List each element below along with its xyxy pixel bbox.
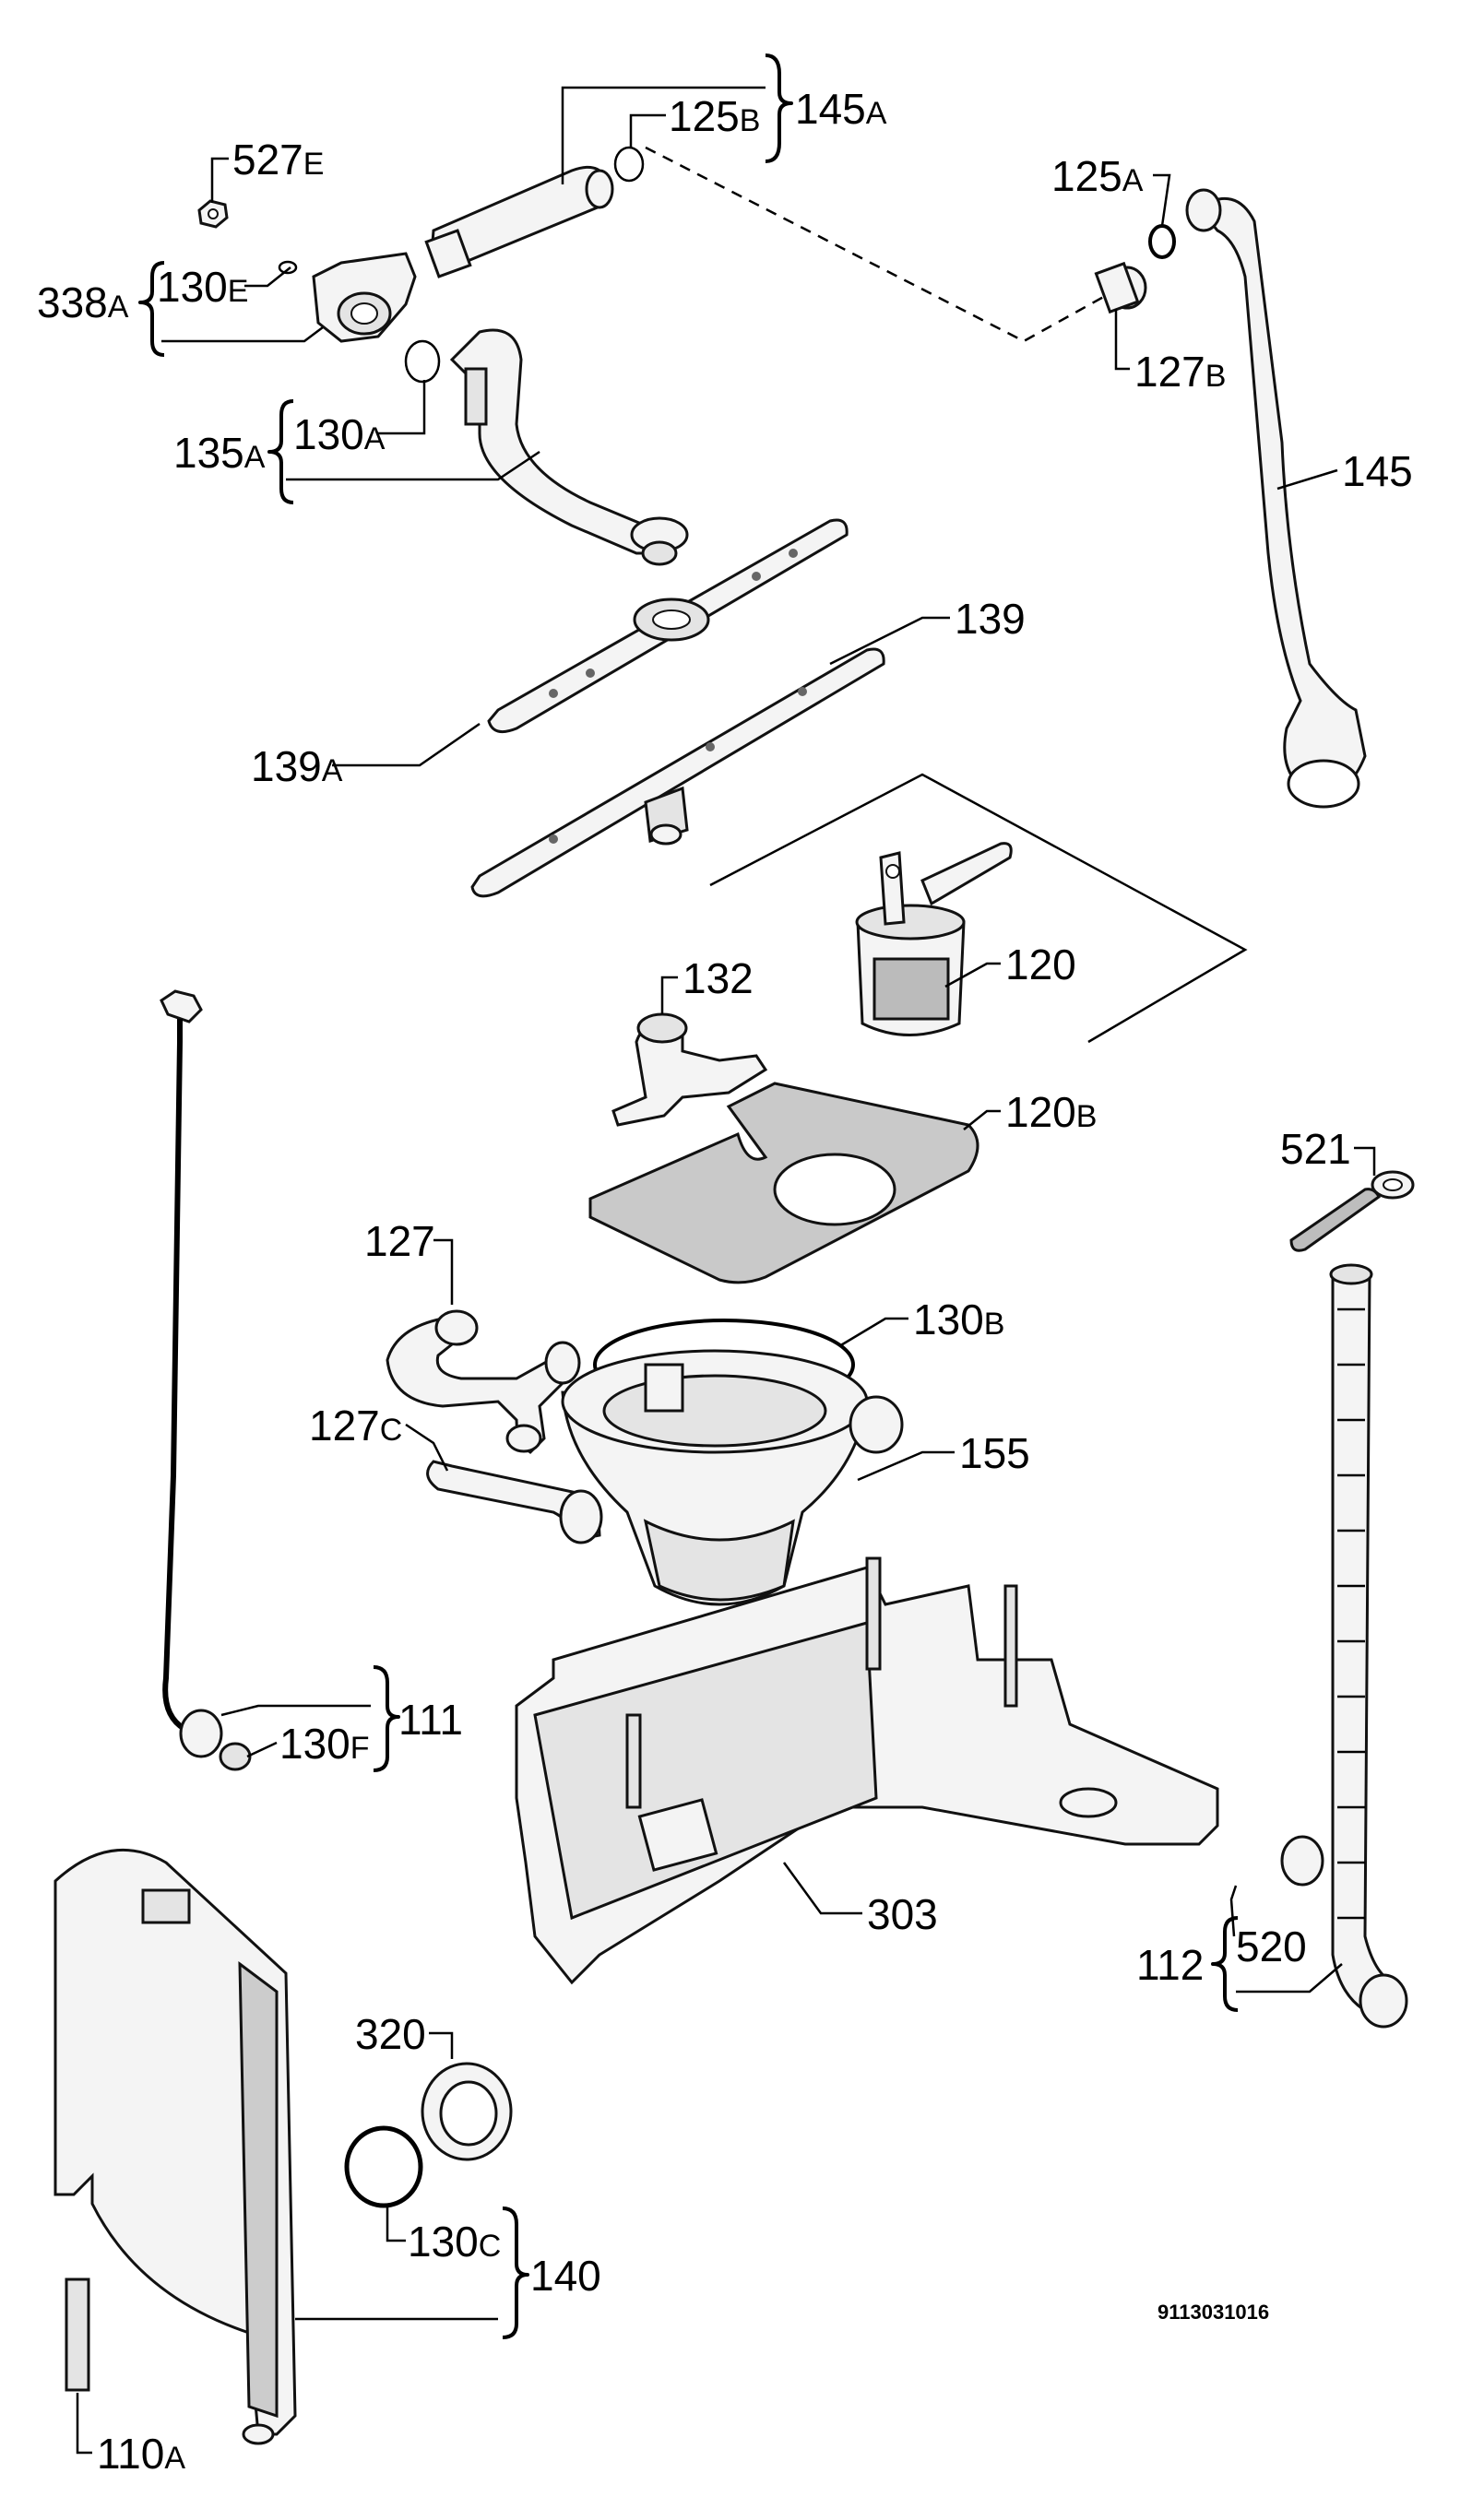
o-ring-125a <box>1148 224 1176 259</box>
connection-dashed-line <box>645 146 1108 343</box>
hose-127c <box>426 1460 603 1544</box>
callout-139a: 139A <box>251 742 343 790</box>
ring-320 <box>421 2062 513 2161</box>
callout-120: 120 <box>1005 941 1076 988</box>
filter-120 <box>855 842 1013 1036</box>
hose-145 <box>1185 188 1367 809</box>
filter-group-frame <box>709 773 1248 1044</box>
nut-527e <box>197 199 229 229</box>
callout-139: 139 <box>955 595 1026 643</box>
callout-125b: 125B <box>669 92 761 140</box>
callout-130f: 130F <box>279 1720 370 1768</box>
nozzle-132 <box>611 1012 768 1127</box>
base-frame-303 <box>515 1556 1219 1985</box>
callout-130e: 130E <box>157 263 249 311</box>
callout-130c: 130C <box>408 2218 502 2266</box>
callout-130a: 130A <box>293 410 386 458</box>
clip-521 <box>1289 1170 1415 1252</box>
document-id: 9113031016 <box>1157 2301 1270 2324</box>
callout-145: 145 <box>1342 447 1413 495</box>
spray-arm-139a <box>487 518 849 734</box>
non-return-valve-520 <box>1280 1835 1324 1887</box>
callout-132: 132 <box>683 954 754 1002</box>
callout-127: 127 <box>364 1217 435 1265</box>
flat-filter-120b <box>588 1082 979 1284</box>
callout-135a: 135A <box>173 429 266 477</box>
o-ring-125b <box>613 146 645 183</box>
leader-lines <box>76 53 1376 2455</box>
fitting-127b <box>1094 261 1147 314</box>
spray-arm-139 <box>470 647 885 898</box>
side-panel-140 <box>53 1848 297 2445</box>
o-ring-130f <box>219 1742 252 1771</box>
callout-338a: 338A <box>37 278 129 326</box>
callout-111: 111 <box>398 1696 463 1744</box>
o-ring-130a <box>404 339 441 384</box>
callout-110a: 110A <box>97 2430 186 2478</box>
callout-520: 520 <box>1236 1923 1307 1970</box>
callout-303: 303 <box>867 1890 938 1938</box>
callout-125a: 125A <box>1051 152 1144 200</box>
drain-hose-112 <box>1329 1263 1408 2029</box>
callout-127c: 127C <box>309 1402 403 1449</box>
callout-130b: 130B <box>913 1295 1005 1343</box>
callout-127b: 127B <box>1134 348 1227 396</box>
callout-140: 140 <box>530 2252 601 2300</box>
lower-feed-pipe-135a <box>449 328 689 566</box>
callout-145a: 145A <box>795 85 887 133</box>
upper-feed-pipe <box>424 165 614 278</box>
callout-120b: 120B <box>1005 1088 1098 1136</box>
o-ring-130c <box>344 2125 423 2208</box>
hose-127 <box>386 1309 581 1454</box>
callout-527e: 527E <box>232 136 325 183</box>
o-ring-130e <box>278 260 298 275</box>
sump-155 <box>561 1349 904 1606</box>
callout-521: 521 <box>1280 1125 1351 1173</box>
sensor-cable-111 <box>160 989 223 1758</box>
callout-320: 320 <box>355 2010 426 2058</box>
bracket-338a <box>312 252 417 343</box>
pin-110a <box>65 2277 90 2392</box>
callout-112: 112 <box>1136 1941 1205 1989</box>
callout-155: 155 <box>959 1429 1030 1477</box>
